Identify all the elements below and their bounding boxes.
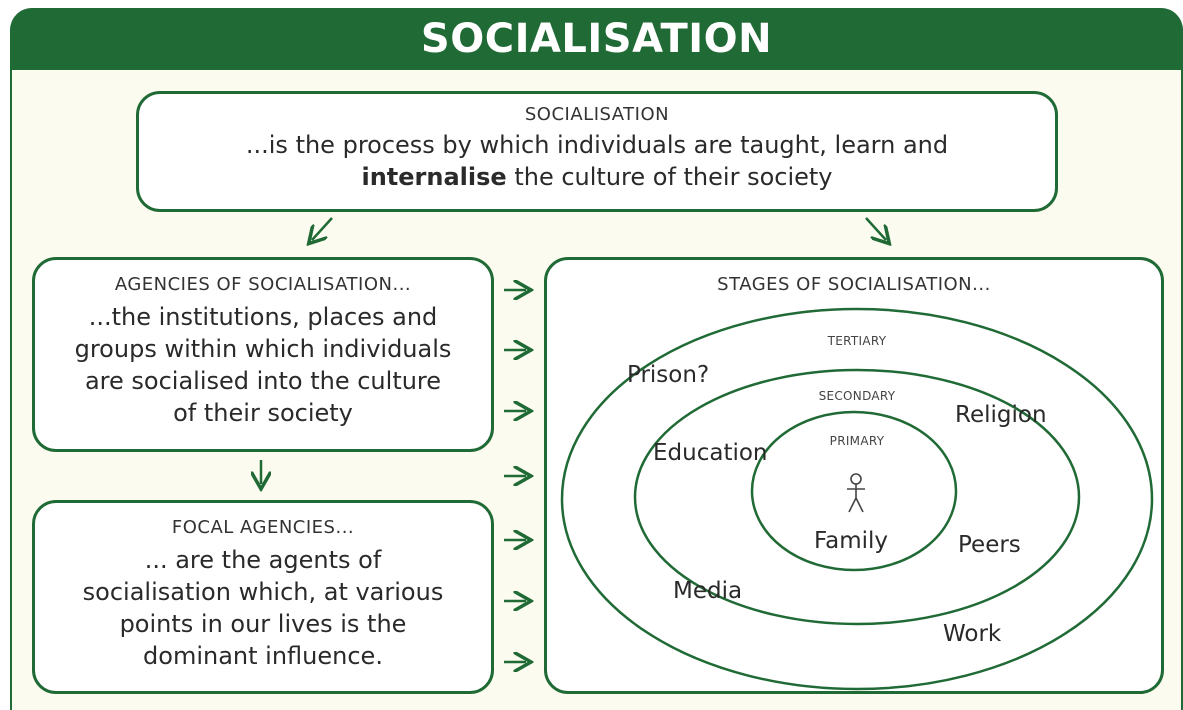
primary-ring	[750, 410, 958, 572]
focal-line-2: socialisation which, at various	[82, 578, 444, 606]
focal-line-3: points in our lives is the	[119, 610, 407, 638]
stages-box: STAGES OF SOCIALISATION... TERTIARY SECO…	[544, 257, 1164, 694]
focal-line-1: ... are the agents of	[144, 546, 382, 574]
agencies-line-3: are socialised into the culture	[84, 367, 442, 395]
agencies-line-4: of their society	[173, 399, 353, 427]
agencies-line-2: groups within which individuals	[74, 335, 452, 363]
title-bar: SOCIALISATION	[10, 8, 1183, 70]
primary-label: PRIMARY	[830, 434, 885, 448]
tertiary-ring	[560, 307, 1154, 691]
agent-education: Education	[653, 440, 768, 466]
definition-heading: SOCIALISATION	[524, 104, 670, 125]
agencies-heading: AGENCIES OF SOCIALISATION...	[114, 274, 412, 295]
definition-bold-term: internalise	[361, 163, 507, 191]
arrow-to-stages	[865, 217, 886, 240]
tertiary-label: TERTIARY	[827, 334, 887, 348]
agencies-line-1: ...the institutions, places and	[88, 303, 438, 331]
agent-family: Family	[814, 528, 888, 554]
agent-peers: Peers	[958, 532, 1021, 558]
secondary-ring	[633, 368, 1081, 626]
stages-rings-diagram: TERTIARY SECONDARY PRIMARY Prison? Relig…	[560, 307, 1154, 691]
definition-line-2: internalise the culture of their society	[139, 161, 1055, 193]
focal-agencies-box: FOCAL AGENCIES... ... are the agents of …	[32, 500, 494, 694]
person-icon	[847, 473, 865, 513]
page-title: SOCIALISATION	[420, 16, 773, 62]
focal-heading: FOCAL AGENCIES...	[171, 517, 355, 538]
secondary-label: SECONDARY	[819, 389, 896, 403]
agent-media: Media	[673, 578, 742, 604]
definition-line-2-rest: the culture of their society	[506, 163, 833, 191]
stages-heading: STAGES OF SOCIALISATION...	[717, 274, 991, 295]
agencies-box: AGENCIES OF SOCIALISATION... ...the inst…	[32, 257, 494, 452]
agent-religion: Religion	[955, 402, 1047, 428]
definition-box: SOCIALISATION ...is the process by which…	[136, 91, 1058, 212]
agent-prison: Prison?	[627, 362, 709, 388]
agent-work: Work	[943, 621, 1002, 647]
focal-line-4: dominant influence.	[143, 642, 383, 670]
definition-line-1: ...is the process by which individuals a…	[245, 131, 949, 159]
arrow-to-agencies	[312, 217, 333, 240]
